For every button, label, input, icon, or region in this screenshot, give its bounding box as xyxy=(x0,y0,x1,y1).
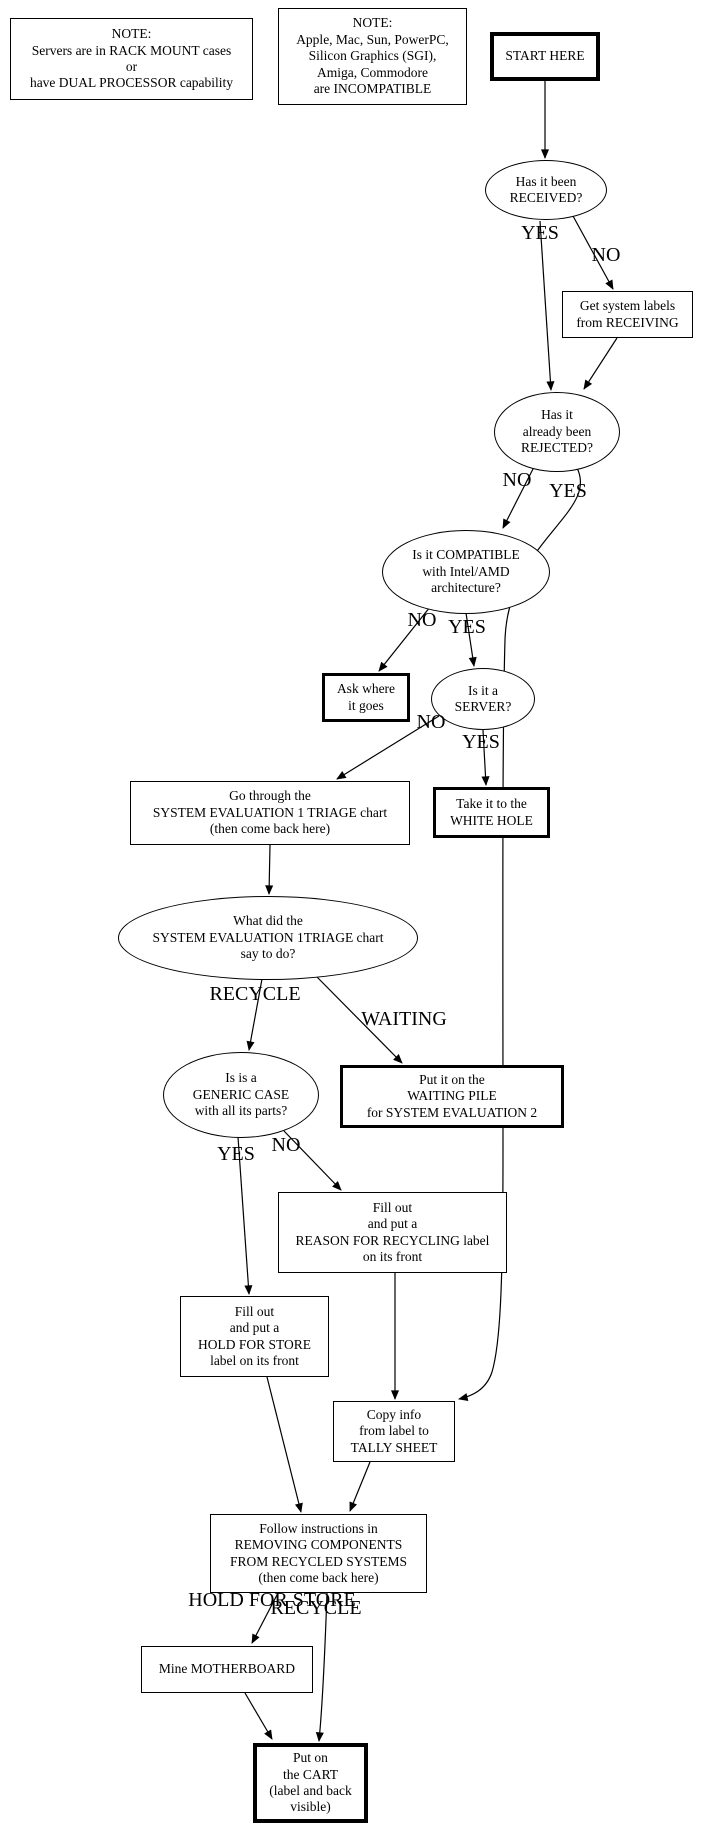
node-question-generic-case: Is is a GENERIC CASE with all its parts? xyxy=(163,1052,319,1138)
edge-whatdid-generic-recycle xyxy=(246,978,263,1051)
edge-label-server-no: NO xyxy=(416,711,446,733)
node-take-to-white-hole: Take it to the WHITE HOLE xyxy=(433,787,550,838)
node-follow-removing-components: Follow instructions in REMOVING COMPONEN… xyxy=(210,1514,427,1593)
node-question-server: Is it a SERVER? xyxy=(431,668,535,730)
edge-label-generic-yes: YES xyxy=(217,1143,255,1165)
edge-motherboard-cart xyxy=(244,1692,273,1740)
waiting-pile-text: Put it on the WAITING PILE for SYSTEM EV… xyxy=(366,1071,538,1120)
note-incompatible-systems: NOTE: Apple, Mac, Sun, PowerPC, Silicon … xyxy=(278,8,467,105)
edge-received-rejected-yes xyxy=(539,220,555,391)
mine-motherboard-text: Mine MOTHERBOARD xyxy=(158,1661,296,1677)
node-start-here: START HERE xyxy=(490,32,600,81)
reason-for-recycling-label-text: Fill out and put a REASON FOR RECYCLING … xyxy=(295,1199,490,1264)
put-on-cart-text: Put on the CART (label and back visible) xyxy=(269,1750,352,1815)
note-servers-text: NOTE: Servers are in RACK MOUNT cases or… xyxy=(29,26,234,91)
question-received-text: Has it been RECEIVED? xyxy=(509,173,583,205)
note-incompatible-text: NOTE: Apple, Mac, Sun, PowerPC, Silicon … xyxy=(296,15,449,97)
question-server-text: Is it a SERVER? xyxy=(454,682,512,714)
node-hold-for-store-label: Fill out and put a HOLD FOR STORE label … xyxy=(180,1296,329,1377)
node-waiting-pile: Put it on the WAITING PILE for SYSTEM EV… xyxy=(340,1065,564,1128)
edge-label-received-no: NO xyxy=(591,244,621,266)
edge-label-compatible-yes: YES xyxy=(448,616,486,638)
hold-for-store-label-text: Fill out and put a HOLD FOR STORE label … xyxy=(197,1303,312,1368)
edge-getlabels-rejected xyxy=(583,337,618,390)
copy-info-tally-sheet-text: Copy info from label to TALLY SHEET xyxy=(350,1406,438,1455)
edge-label-server-yes: YES xyxy=(462,731,500,753)
node-question-compatible: Is it COMPATIBLE with Intel/AMD architec… xyxy=(382,530,550,614)
node-question-received: Has it been RECEIVED? xyxy=(485,160,607,220)
edge-label-rejected-yes: YES xyxy=(549,480,587,502)
edge-label-waiting: WAITING xyxy=(361,1008,447,1030)
edge-label-generic-no: NO xyxy=(271,1134,301,1156)
node-question-what-did-triage-say: What did the SYSTEM EVALUATION 1TRIAGE c… xyxy=(118,896,418,980)
question-what-did-triage-say-text: What did the SYSTEM EVALUATION 1TRIAGE c… xyxy=(152,913,384,962)
edge-label-recycle: RECYCLE xyxy=(209,983,301,1005)
question-rejected-text: Has it already been REJECTED? xyxy=(521,407,593,456)
edge-holdstore-follow xyxy=(266,1376,303,1513)
get-system-labels-text: Get system labels from RECEIVING xyxy=(576,298,679,330)
edge-server-whitehole-yes xyxy=(481,729,490,786)
edge-generic-reason-no xyxy=(283,1130,342,1191)
node-question-rejected: Has it already been REJECTED? xyxy=(494,392,620,472)
edge-gothrough-whatdid xyxy=(265,844,274,895)
edge-server-gothrough-no xyxy=(336,715,440,780)
node-reason-for-recycling-label: Fill out and put a REASON FOR RECYCLING … xyxy=(278,1192,507,1273)
question-generic-case-text: Is is a GENERIC CASE with all its parts? xyxy=(192,1070,290,1119)
node-mine-motherboard: Mine MOTHERBOARD xyxy=(141,1646,313,1693)
edge-whatdid-waitingpile-waiting xyxy=(316,976,403,1064)
edge-label-follow-recycle: RECYCLE xyxy=(270,1597,362,1619)
edge-label-received-yes: YES xyxy=(521,222,559,244)
question-compatible-text: Is it COMPATIBLE with Intel/AMD architec… xyxy=(412,547,520,596)
edge-generic-holdstore-yes xyxy=(237,1136,253,1295)
follow-removing-components-text: Follow instructions in REMOVING COMPONEN… xyxy=(229,1520,408,1585)
edge-label-hold-for-store: HOLD FOR STORE xyxy=(188,1589,356,1611)
take-to-white-hole-text: Take it to the WHITE HOLE xyxy=(450,796,533,828)
edge-copyinfo-follow xyxy=(349,1461,371,1512)
edge-follow-cart-recycle xyxy=(315,1592,328,1742)
node-copy-info-tally-sheet: Copy info from label to TALLY SHEET xyxy=(333,1401,455,1462)
start-here-text: START HERE xyxy=(505,48,585,64)
edge-label-rejected-no: NO xyxy=(502,469,532,491)
ask-where-it-goes-text: Ask where it goes xyxy=(336,681,396,713)
go-through-triage-chart-text: Go through the SYSTEM EVALUATION 1 TRIAG… xyxy=(152,788,388,837)
node-get-system-labels: Get system labels from RECEIVING xyxy=(562,291,693,338)
edge-compatible-server-yes xyxy=(465,612,477,667)
edge-rejected-compatible-no xyxy=(502,466,535,529)
note-servers-rack-mount: NOTE: Servers are in RACK MOUNT cases or… xyxy=(10,18,253,100)
node-put-on-cart: Put on the CART (label and back visible) xyxy=(253,1743,368,1823)
node-ask-where-it-goes: Ask where it goes xyxy=(322,673,410,722)
edge-label-compatible-no: NO xyxy=(407,609,437,631)
edge-compatible-askwhere-no xyxy=(378,606,431,672)
edge-received-getlabels-no xyxy=(572,215,614,290)
node-go-through-triage-chart: Go through the SYSTEM EVALUATION 1 TRIAG… xyxy=(130,781,410,845)
edge-follow-motherboard-hold xyxy=(251,1592,279,1644)
